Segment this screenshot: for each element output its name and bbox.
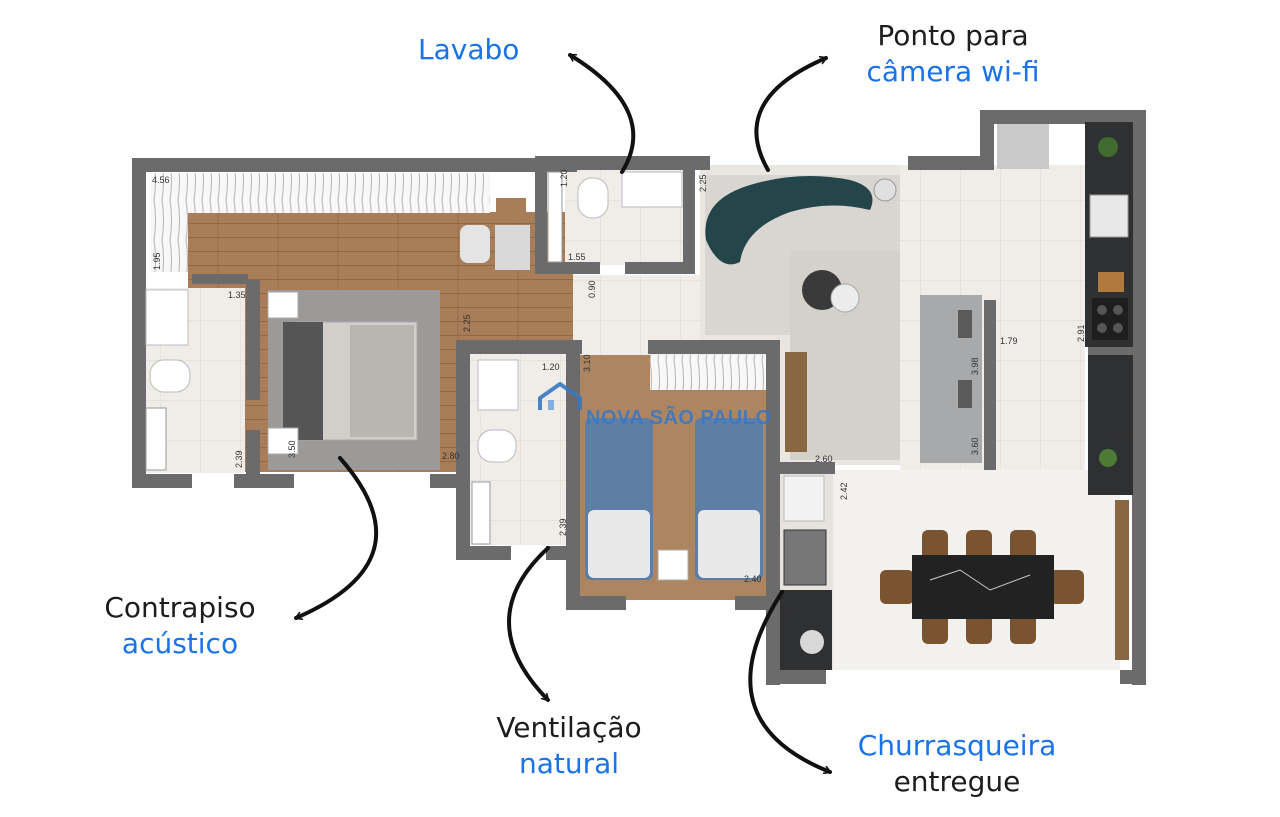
house-logo-icon xyxy=(538,382,582,410)
callout-contrapiso-line1: Contrapiso xyxy=(104,591,256,624)
bath2-shower xyxy=(471,481,491,545)
master-bath-toilet xyxy=(149,359,191,393)
dim-label: 2.80 xyxy=(442,451,460,461)
bedroom2-closet xyxy=(650,355,770,390)
dim-label: 6.52 xyxy=(786,606,804,616)
dim-label: 1.95 xyxy=(152,252,162,270)
callout-contrapiso-line2: acústico xyxy=(121,627,239,660)
callout-lavabo-text: Lavabo xyxy=(418,33,520,66)
callout-contrapiso: Contrapiso acústico xyxy=(82,590,278,662)
plant-kitchen xyxy=(1098,137,1118,157)
bath2-toilet xyxy=(477,429,517,463)
callout-churrasqueira-line1: Churrasqueira xyxy=(857,729,1057,762)
lamp xyxy=(873,178,897,202)
closet-side xyxy=(150,212,188,272)
dim-label: 3.50 xyxy=(287,440,297,458)
fridge xyxy=(997,124,1049,169)
master-shower xyxy=(145,407,167,471)
master-bath-sink xyxy=(145,289,189,346)
dim-label: 2.60 xyxy=(815,454,833,464)
lavabo-sink xyxy=(621,171,683,208)
dim-label: 2.39 xyxy=(234,450,244,468)
callout-ventilacao: Ventilação natural xyxy=(476,710,662,782)
bbq-grill xyxy=(783,529,827,586)
cooktop xyxy=(1092,298,1128,340)
dim-label: 3.60 xyxy=(970,437,980,455)
dim-label: 1.72 xyxy=(1110,432,1128,442)
dim-label: 1.35 xyxy=(228,290,246,300)
plan-body: 4.56 1.20 1.55 2.25 1.95 1.35 0.90 2.25 … xyxy=(132,110,1146,685)
callout-churrasqueira-line2: entregue xyxy=(893,765,1021,798)
callout-churrasqueira: Churrasqueira entregue xyxy=(834,728,1080,800)
dim-label: 3.10 xyxy=(582,354,592,372)
dim-label: 1.55 xyxy=(568,252,586,262)
dim-label: 2.25 xyxy=(698,174,708,192)
kitchen-sink xyxy=(1089,194,1129,238)
lavabo-toilet xyxy=(577,177,609,219)
dimension-labels: 4.56 1.20 1.55 2.25 1.95 1.35 0.90 2.25 … xyxy=(152,169,1128,616)
watermark-text: NOVA SÃO PAULO xyxy=(586,406,772,429)
watermark: NOVA SÃO PAULO xyxy=(538,382,772,429)
dim-label: 2.39 xyxy=(558,518,568,536)
callout-camera-line1: Ponto para xyxy=(877,19,1029,52)
arrow-lavabo xyxy=(568,53,636,174)
callout-camera-line2: câmera wi-fi xyxy=(866,55,1040,88)
arrow-churrasqueira xyxy=(748,590,832,775)
callout-ventilacao-line1: Ventilação xyxy=(496,711,642,744)
dim-label: 1.20 xyxy=(542,362,560,372)
plant-area xyxy=(1099,449,1117,467)
bath2-sink xyxy=(477,359,519,411)
arrow-contrapiso xyxy=(294,456,378,620)
dim-label: 3.98 xyxy=(970,357,980,375)
wardrobe-hall xyxy=(785,352,807,452)
arrow-camera xyxy=(754,56,828,172)
closet-doors xyxy=(150,173,490,213)
sofa xyxy=(705,176,873,265)
callout-arrows xyxy=(294,53,832,775)
callout-lavabo: Lavabo xyxy=(418,32,519,68)
dining-set xyxy=(880,500,1129,660)
dim-label: 0.90 xyxy=(587,280,597,298)
dim-label: 4.56 xyxy=(152,175,170,185)
dim-label: 2.91 xyxy=(1076,324,1086,342)
desk-chair xyxy=(495,225,530,270)
dim-label: 2.25 xyxy=(462,314,472,332)
dim-label: 1.79 xyxy=(1000,336,1018,346)
dim-label: 2.40 xyxy=(744,574,762,584)
arrow-ventilacao xyxy=(507,546,550,702)
dim-label: 1.20 xyxy=(559,169,569,187)
dining-table xyxy=(912,555,1054,619)
dim-label: 2.42 xyxy=(839,482,849,500)
callout-camera: Ponto para câmera wi-fi xyxy=(848,18,1058,90)
callout-ventilacao-line2: natural xyxy=(518,747,620,780)
